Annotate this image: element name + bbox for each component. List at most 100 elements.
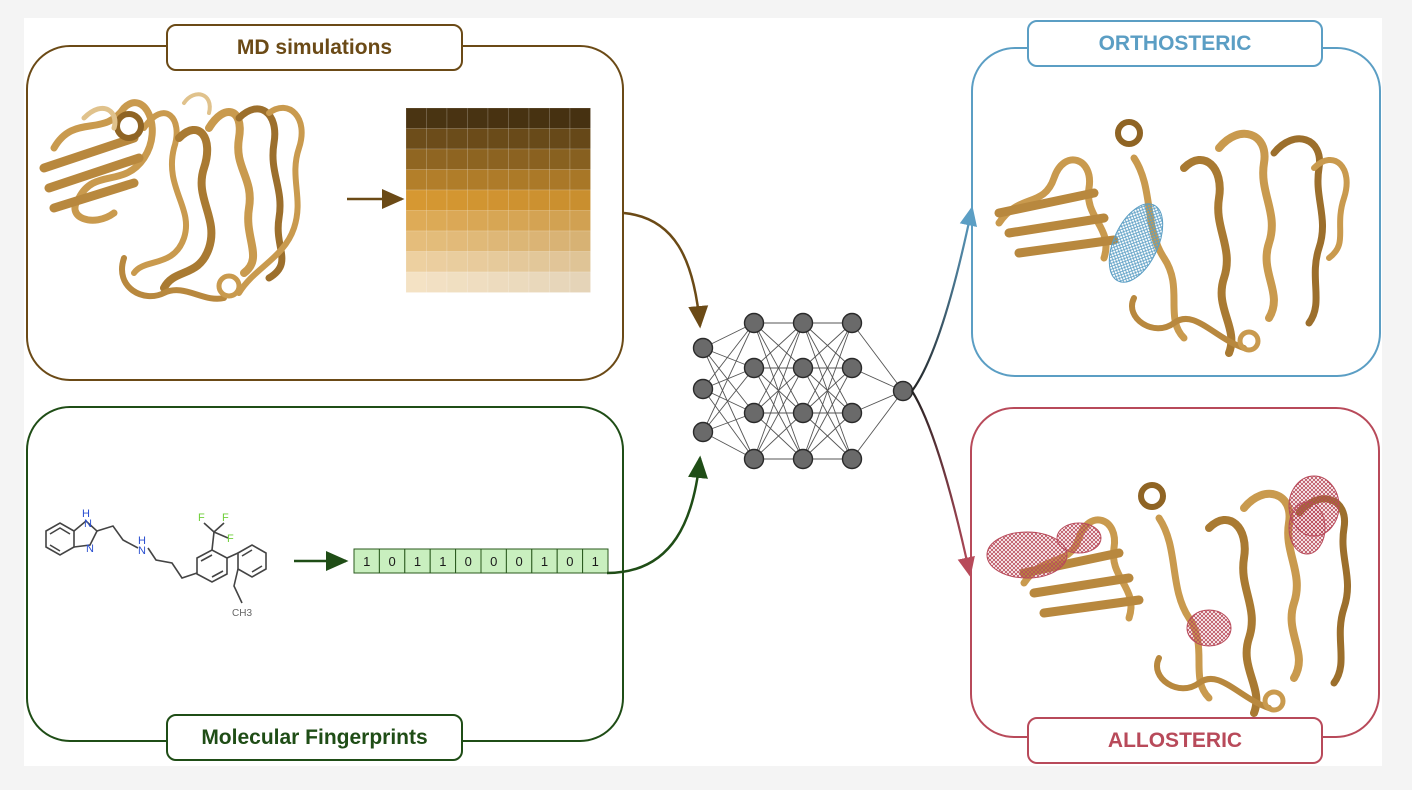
- heatmap-cell: [569, 230, 591, 252]
- heatmap-cell: [528, 210, 550, 232]
- allosteric-pocket-mesh-left-b: [1056, 522, 1102, 554]
- fingerprint-bit: 0: [515, 554, 522, 569]
- network-edge: [702, 347, 755, 414]
- md-heatmap: [405, 107, 591, 293]
- heatmap-cell: [528, 251, 550, 273]
- heatmap-cell: [508, 251, 530, 273]
- heatmap-cell: [569, 148, 591, 170]
- network-node: [792, 402, 814, 424]
- heatmap-cell: [446, 210, 468, 232]
- heatmap-cell: [467, 251, 489, 273]
- heatmap-cell: [426, 189, 448, 211]
- fingerprint-bit-cell: [531, 548, 558, 574]
- heatmap-cell: [446, 148, 468, 170]
- heatmap-cell: [487, 148, 509, 170]
- heatmap-cell: [508, 128, 530, 150]
- network-node: [792, 448, 814, 470]
- heatmap-cell: [487, 230, 509, 252]
- heatmap-cell: [405, 251, 427, 273]
- network-edge: [702, 347, 755, 460]
- fingerprint-bit-cell: [556, 548, 584, 574]
- fingerprint-bit-cell: [404, 548, 431, 574]
- network-node: [892, 380, 914, 402]
- heatmap-cell: [508, 230, 530, 252]
- heatmap-cell: [508, 210, 530, 232]
- md-protein-structure: [39, 92, 305, 302]
- heatmap-cell: [487, 107, 509, 129]
- fingerprints-to-network-arrow: [606, 455, 708, 575]
- output-arrow-orthosteric: [911, 205, 978, 392]
- heatmap-cell: [426, 210, 448, 232]
- heatmap-cell: [508, 148, 530, 170]
- atom-n2: N: [86, 543, 94, 555]
- heatmap-cell: [446, 169, 468, 191]
- network-edge: [702, 322, 755, 433]
- heatmap-cell: [508, 169, 530, 191]
- atom-h: H: [82, 508, 90, 520]
- heatmap-cell: [487, 271, 509, 293]
- md-to-network-arrow: [623, 211, 709, 329]
- fingerprint-bit-cell: [505, 548, 533, 574]
- heatmap-cell: [446, 251, 468, 273]
- atom-f3: F: [227, 533, 234, 545]
- allosteric-pocket-mesh-left: [986, 531, 1068, 579]
- heatmap-cell: [467, 148, 489, 170]
- allosteric-label: ALLOSTERIC: [1027, 717, 1323, 764]
- md-label: MD simulations: [166, 24, 463, 71]
- network-edge: [753, 322, 804, 460]
- heatmap-cell: [405, 189, 427, 211]
- network-edge: [802, 412, 853, 460]
- network-node: [743, 357, 765, 379]
- network-edge: [702, 388, 755, 460]
- fingerprint-bit-cell: [429, 548, 457, 574]
- heatmap-cell: [528, 128, 550, 150]
- heatmap-cell: [549, 107, 571, 129]
- network-edge: [753, 322, 804, 414]
- heatmap-cell: [549, 251, 571, 273]
- fingerprint-bit: 1: [414, 554, 421, 569]
- heatmap-cell: [487, 128, 509, 150]
- orthosteric-pocket-mesh: [1108, 203, 1164, 283]
- heatmap-cell: [426, 271, 448, 293]
- network-node: [841, 448, 863, 470]
- network-edge: [802, 322, 853, 369]
- atom-f2: F: [222, 512, 229, 524]
- network-edge: [851, 322, 904, 392]
- heatmap-cell: [446, 128, 468, 150]
- heatmap-cell: [426, 148, 448, 170]
- heatmap-cell: [446, 230, 468, 252]
- heatmap-cell: [508, 271, 530, 293]
- network-node: [792, 357, 814, 379]
- network-edge: [802, 367, 853, 460]
- heatmap-cell: [569, 271, 591, 293]
- heatmap-cell: [426, 169, 448, 191]
- output-arrow-allosteric: [911, 390, 975, 578]
- heatmap-cell: [508, 189, 530, 211]
- atom-n1: N: [84, 518, 92, 530]
- heatmap-cell: [426, 230, 448, 252]
- heatmap-cell: [569, 251, 591, 273]
- network-edge: [702, 322, 755, 390]
- network-node: [743, 402, 765, 424]
- fingerprint-bit: 1: [363, 554, 370, 569]
- network-node: [692, 378, 714, 400]
- heatmap-cell: [487, 251, 509, 273]
- heatmap-cell: [549, 210, 571, 232]
- neural-network: [692, 312, 914, 470]
- heatmap-cell: [549, 230, 571, 252]
- heatmap-cell: [467, 271, 489, 293]
- heatmap-cell: [405, 210, 427, 232]
- network-edge: [851, 390, 904, 460]
- fingerprint-bit-cell: [353, 548, 380, 574]
- network-edge: [802, 322, 853, 460]
- heatmap-cell: [487, 210, 509, 232]
- orthosteric-label: ORTHOSTERIC: [1027, 20, 1323, 67]
- fingerprints-panel: [26, 406, 624, 742]
- heatmap-cell: [508, 107, 530, 129]
- network-edge: [753, 367, 804, 460]
- heatmap-cell: [405, 230, 427, 252]
- heatmap-cell: [487, 189, 509, 211]
- fingerprint-bit: 1: [541, 554, 548, 569]
